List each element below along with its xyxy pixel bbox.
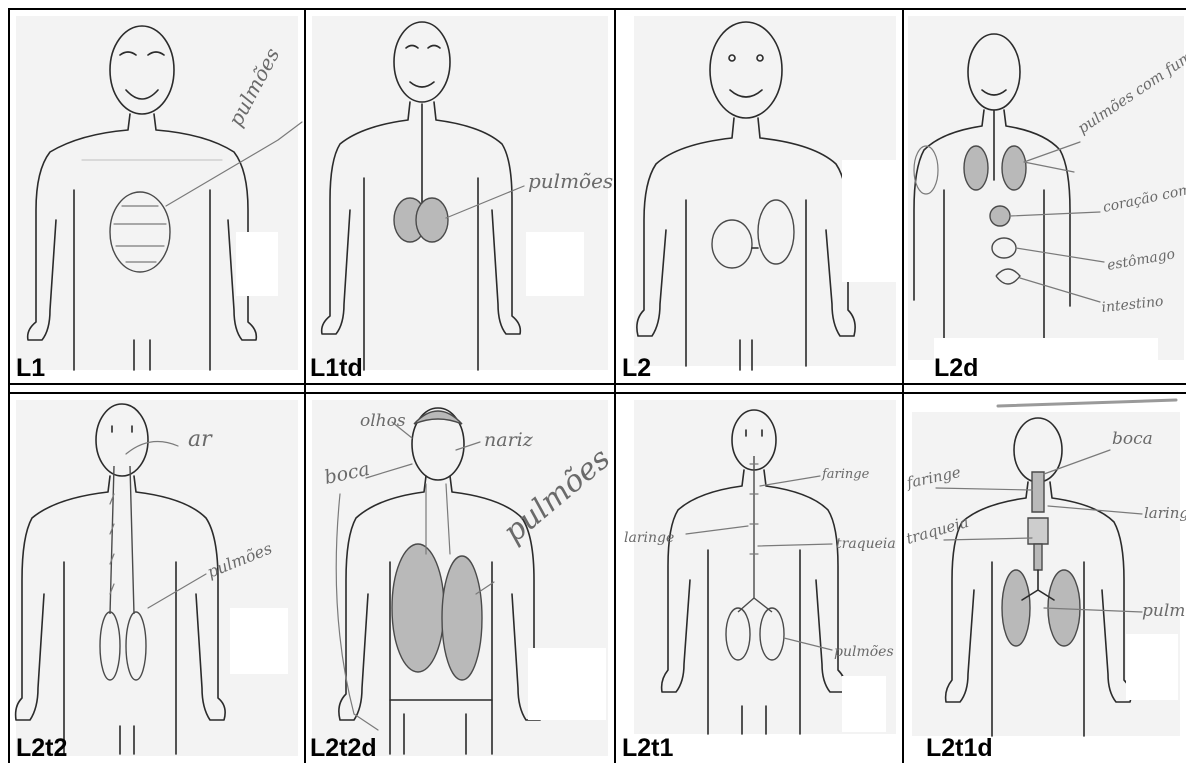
l2t1d-drawing: boca faringe laringe traqueia pulmões — [904, 394, 1186, 763]
l2t2-drawing: ar pulmões — [10, 394, 304, 763]
drawing-panel-l2t2: ar pulmões L2t2 — [10, 394, 304, 763]
panel-label-l2d: L2d — [934, 356, 978, 381]
l2t2d-drawing: olhos nariz boca pulmões — [306, 394, 614, 763]
panel-label-l2t2: L2t2 — [16, 736, 67, 761]
drawing-panel-l1: pulmões L1 — [10, 10, 304, 383]
l2t1-note-larynx: laringe — [624, 530, 674, 546]
l2t2d-note-eyes: olhos — [360, 411, 406, 431]
l2t1-note-pharynx: faringe — [821, 467, 870, 482]
l1td-drawing: pulmões — [306, 10, 614, 383]
l2-drawing — [616, 10, 902, 383]
l2t1-note-lungs: pulmões — [834, 644, 894, 660]
drawing-panel-l2t1: faringe laringe traqueia pulmões L2t1 — [616, 394, 902, 763]
drawings-grid: pulmões L1 pulmões L1td — [8, 8, 1186, 763]
l2t1-drawing: faringe laringe traqueia pulmões — [616, 394, 902, 763]
l2t1d-note-mouth: boca — [1112, 429, 1153, 449]
l2t2d-note-nose: nariz — [484, 429, 534, 451]
drawing-panel-l2: L2 — [616, 10, 902, 383]
panel-label-l2t2d: L2t2d — [310, 736, 377, 761]
panel-label-l1: L1 — [16, 356, 45, 381]
drawing-panel-l2t1d: boca faringe laringe traqueia pulmões L2… — [904, 394, 1186, 763]
l1td-note-lungs: pulmões — [528, 169, 613, 193]
panel-label-l2t1: L2t1 — [622, 736, 673, 761]
drawing-panel-l2t2d: olhos nariz boca pulmões L2t2d — [306, 394, 614, 763]
panel-label-l1td: L1td — [310, 356, 363, 381]
drawing-panel-l1td: pulmões L1td — [306, 10, 614, 383]
panel-label-l2: L2 — [622, 356, 651, 381]
panel-label-l2t1d: L2t1d — [926, 736, 993, 761]
drawing-panel-l2d: pulmões com fumo coração com fumo estôma… — [904, 10, 1186, 383]
l1-drawing: pulmões — [10, 10, 304, 383]
l2d-drawing: pulmões com fumo coração com fumo estôma… — [904, 10, 1186, 383]
l2t1-note-trachea: traqueia — [836, 536, 896, 552]
l2t2-note-air: ar — [188, 427, 213, 452]
l2t1d-note-larynx: laringe — [1144, 504, 1186, 522]
l2t1d-note-lungs: pulmões — [1142, 601, 1186, 621]
grid-border-middle-top — [8, 383, 1186, 385]
